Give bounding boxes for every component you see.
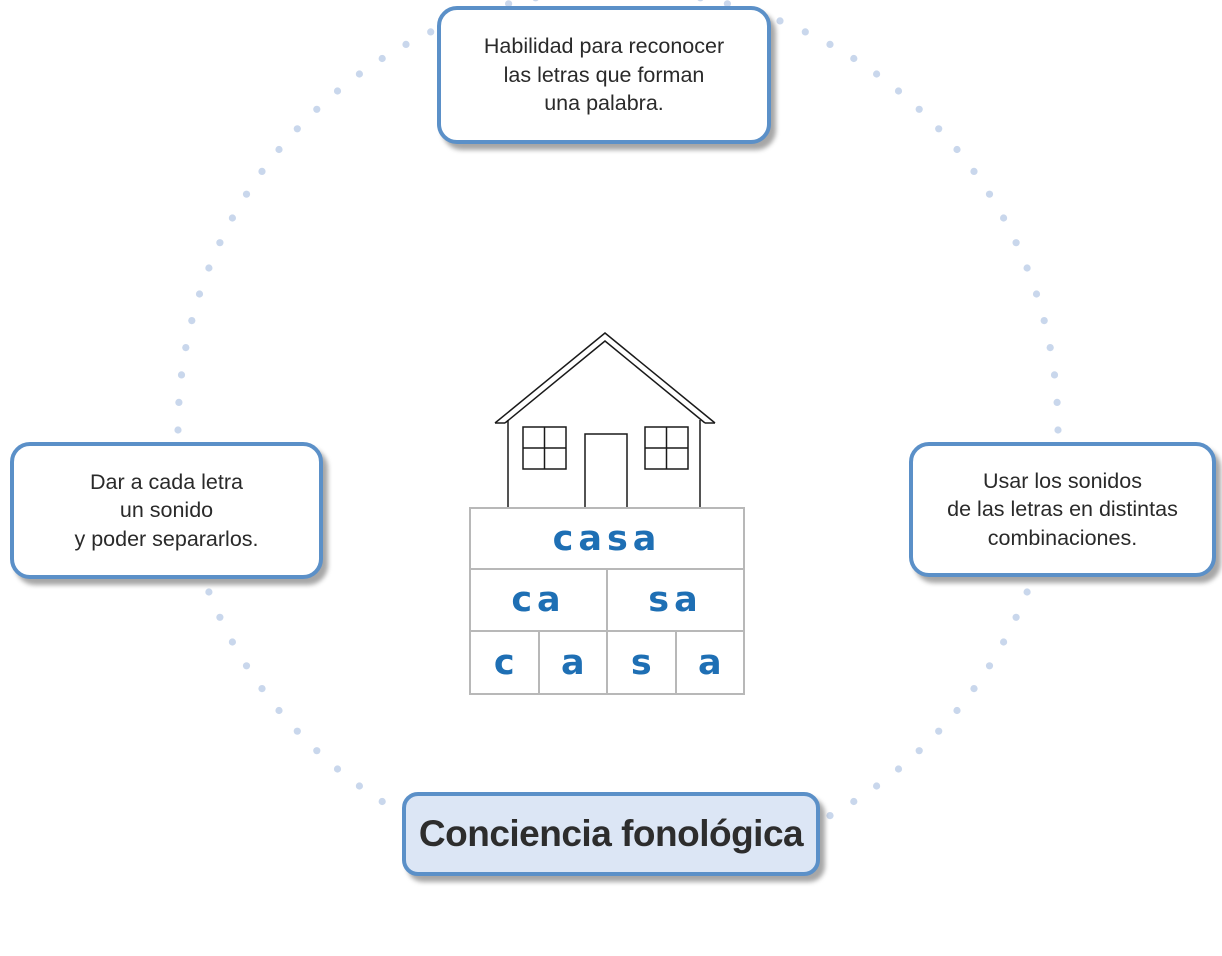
circle-dot — [242, 190, 251, 198]
circle-dot — [801, 28, 809, 36]
circle-dot — [894, 765, 903, 773]
circle-dot — [894, 87, 903, 95]
circle-dot — [1032, 290, 1041, 298]
syllable-cell: ca — [511, 580, 566, 620]
circle-dot — [697, 0, 704, 2]
circle-dot — [205, 264, 213, 272]
circle-dot — [333, 87, 342, 95]
circle-dot — [313, 105, 321, 113]
syllable-row: ca sa — [471, 570, 743, 632]
circle-dot — [985, 190, 994, 198]
circle-dot — [378, 54, 386, 63]
circle-dot — [355, 782, 363, 790]
circle-dot — [985, 662, 994, 670]
circle-dot — [935, 727, 943, 735]
circle-dot — [776, 17, 784, 25]
circle-dot — [873, 782, 881, 790]
node-left: Dar a cada letra un sonido y poder separ… — [10, 442, 323, 579]
node-top: Habilidad para reconocer las letras que … — [437, 6, 771, 144]
circle-dot — [378, 797, 386, 806]
circle-dot — [258, 685, 266, 693]
circle-dot — [174, 426, 182, 434]
node-right: Usar los sonidos de las letras en distin… — [909, 442, 1216, 577]
word-row: casa — [471, 509, 743, 570]
circle-dot — [216, 613, 224, 621]
circle-dot — [258, 167, 266, 175]
word-cell: casa — [552, 518, 662, 559]
circle-dot — [1050, 371, 1059, 379]
circle-dot — [1046, 344, 1054, 352]
circle-dot — [1053, 398, 1061, 406]
circle-dot — [275, 706, 283, 715]
letter-cell: a — [537, 632, 607, 693]
letter-cell: a — [674, 632, 744, 693]
circle-dot — [850, 54, 858, 63]
circle-dot — [873, 70, 881, 78]
circle-dot — [723, 0, 732, 8]
word-table: casa ca sa c a s a — [469, 507, 745, 695]
circle-dot — [177, 371, 186, 379]
circle-dot — [915, 747, 923, 755]
letter-cell: c — [493, 642, 515, 683]
syllable-cell: sa — [606, 570, 743, 630]
circle-dot — [532, 0, 539, 2]
circle-dot — [355, 70, 363, 78]
circle-dot — [826, 812, 834, 820]
circle-dot — [970, 167, 978, 175]
circle-dot — [313, 747, 321, 755]
circle-dot — [915, 105, 923, 113]
circle-dot — [1000, 638, 1008, 646]
circle-dot — [182, 344, 190, 352]
circle-dot — [953, 145, 961, 154]
circle-dot — [228, 638, 236, 646]
circle-dot — [242, 662, 251, 670]
circle-dot — [293, 125, 301, 133]
circle-dot — [205, 588, 213, 596]
letter-cell: s — [606, 632, 675, 693]
letter-row: c a s a — [471, 632, 743, 693]
circle-dot — [333, 765, 342, 773]
circle-dot — [1012, 239, 1020, 247]
circle-dot — [402, 40, 410, 49]
circle-dot — [970, 685, 978, 693]
circle-dot — [850, 797, 858, 806]
circle-dot — [953, 706, 961, 715]
circle-dot — [228, 214, 236, 222]
circle-dot — [1040, 317, 1048, 325]
circle-dot — [935, 125, 943, 133]
circle-dot — [216, 239, 224, 247]
circle-dot — [1054, 426, 1062, 434]
circle-dot — [175, 398, 183, 406]
diagram-title: Conciencia fonológica — [402, 792, 820, 876]
circle-dot — [1012, 613, 1020, 621]
circle-dot — [188, 317, 196, 325]
circle-dot — [427, 28, 435, 36]
circle-dot — [1023, 264, 1031, 272]
circle-dot — [826, 40, 834, 49]
circle-dot — [1023, 588, 1031, 596]
circle-dot — [293, 727, 301, 735]
house-icon — [494, 332, 716, 509]
circle-dot — [505, 0, 513, 8]
circle-dot — [275, 145, 283, 154]
circle-dot — [1000, 214, 1008, 222]
circle-dot — [195, 290, 204, 298]
